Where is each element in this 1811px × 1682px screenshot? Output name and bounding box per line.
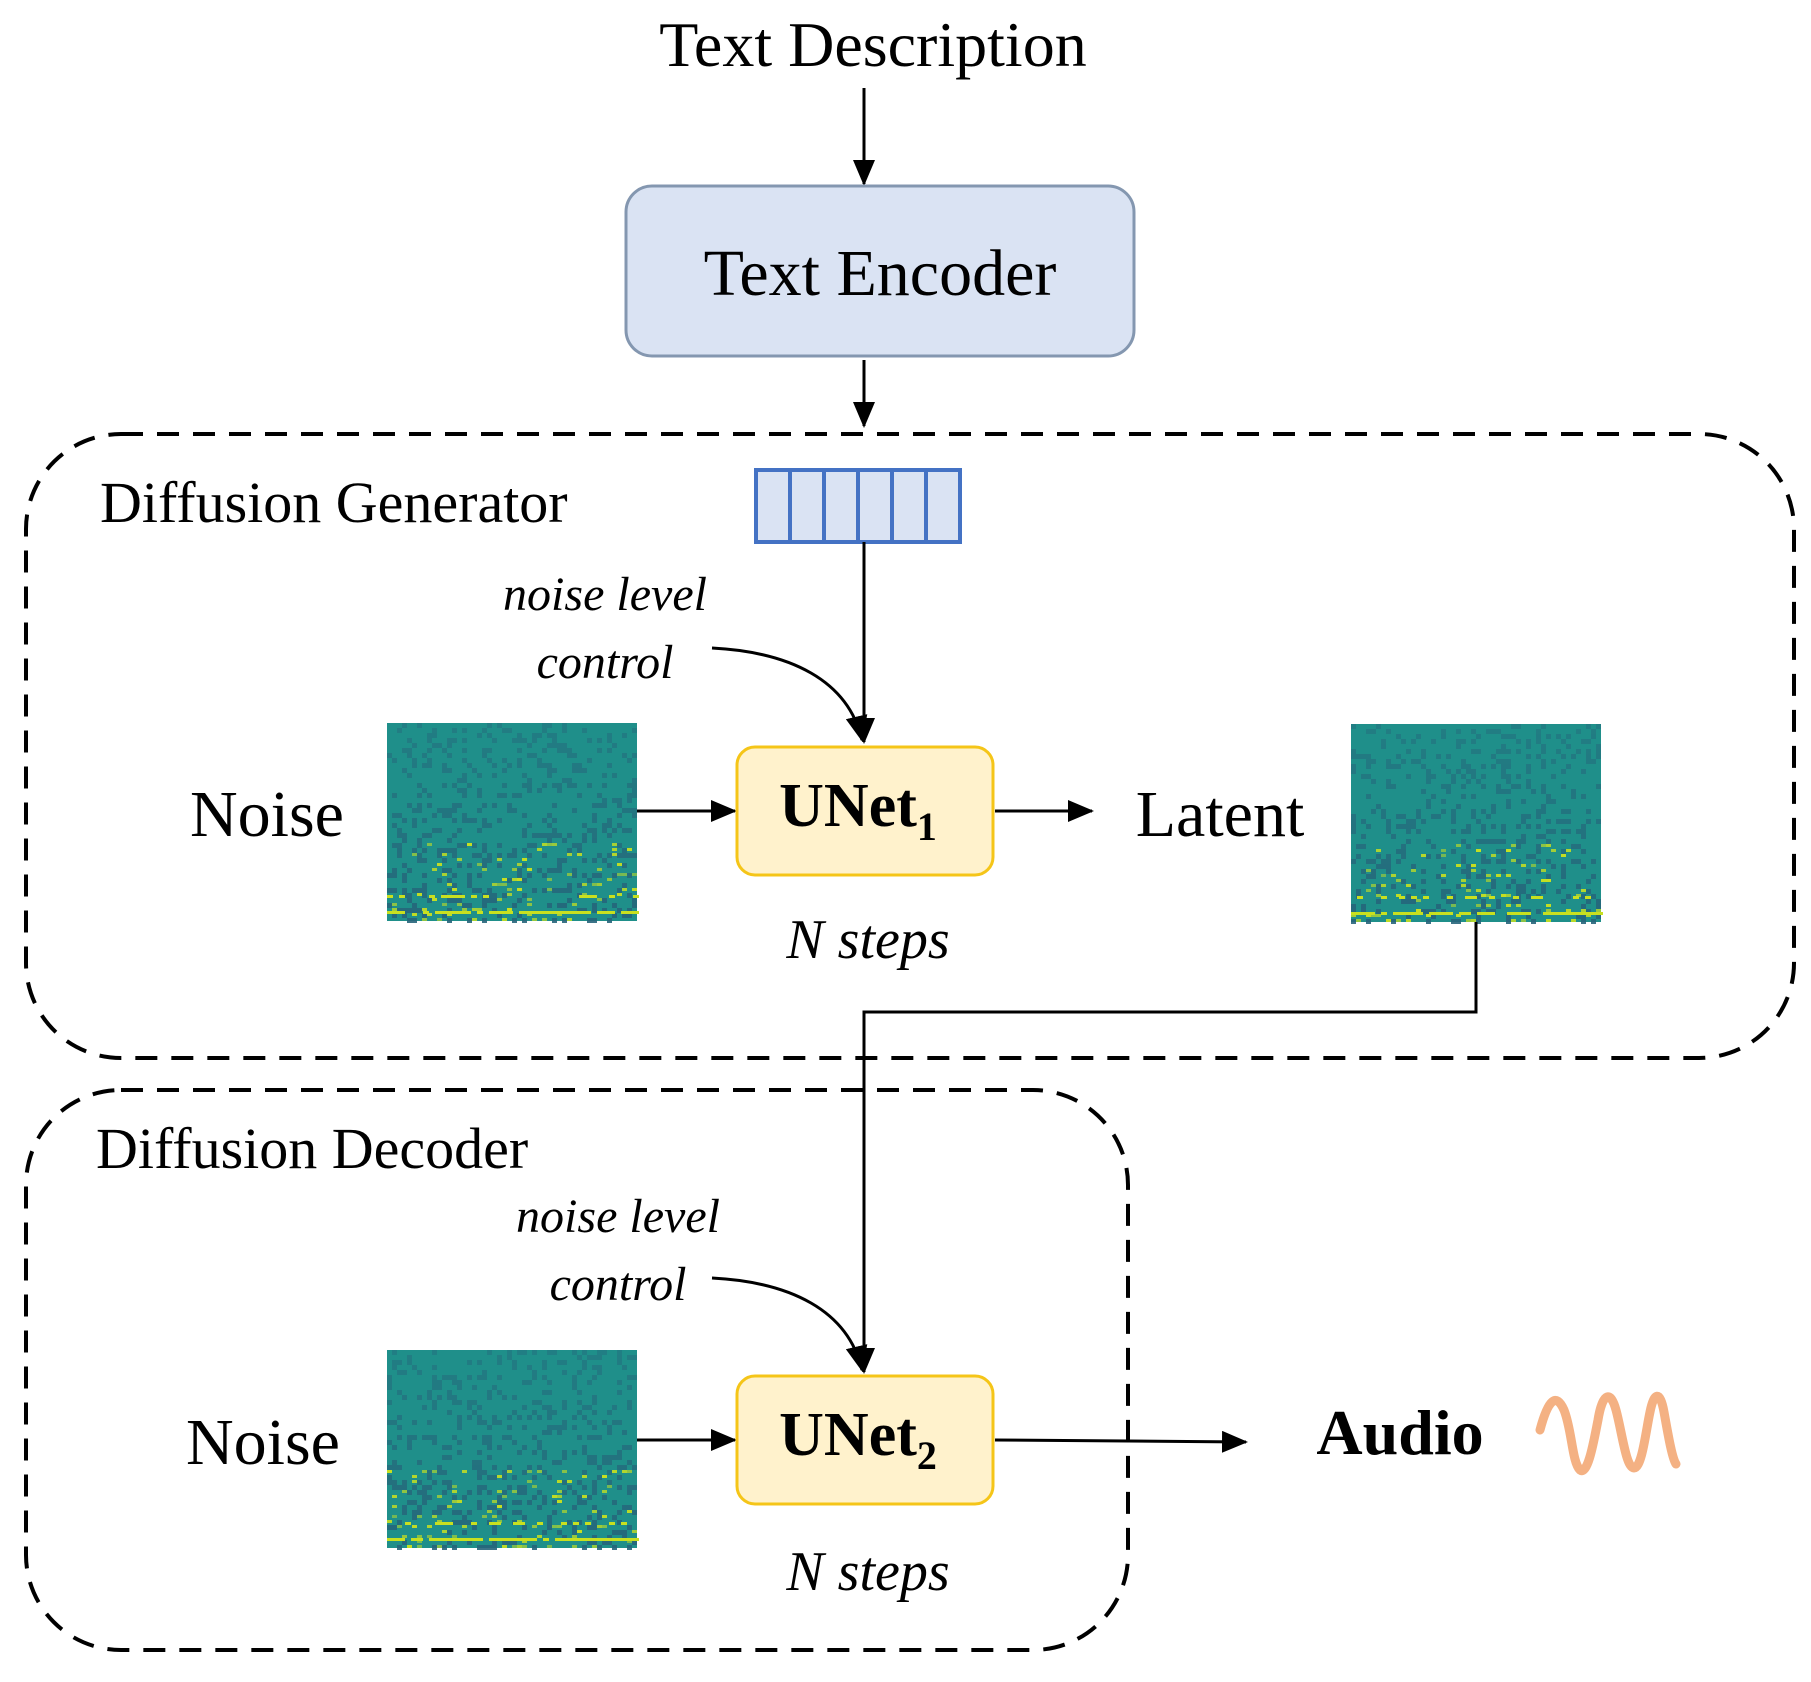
unet2-subscript: 2	[917, 1433, 937, 1478]
diffusion-decoder-title: Diffusion Decoder	[96, 1116, 528, 1181]
generator-steps-label: N steps	[785, 909, 949, 971]
decoder-noise-spectrogram-icon	[387, 1350, 639, 1550]
decoder-noise-control-arrow	[711, 1276, 868, 1372]
text-encoder-label: Text Encoder	[704, 237, 1057, 310]
arrow-unet2-to-audio	[994, 1430, 1248, 1453]
text-embedding-token	[924, 468, 962, 544]
generator-noise-control-arrow	[711, 646, 868, 742]
audio-label: Audio	[1316, 1397, 1483, 1468]
text-embedding-token	[856, 468, 894, 544]
generator-noise-control-line2: control	[537, 636, 674, 689]
generator-noise-control-line1: noise level	[503, 568, 707, 621]
decoder-noise-label: Noise	[186, 1406, 340, 1479]
decoder-noise-control-line1: noise level	[516, 1190, 720, 1243]
unet1-label: UNet1	[779, 772, 937, 849]
decoder-steps-label: N steps	[785, 1541, 949, 1603]
text-description-label: Text Description	[659, 9, 1086, 80]
latent-label: Latent	[1136, 778, 1305, 851]
text-embedding-token	[890, 468, 928, 544]
diffusion-decoder-container	[24, 1088, 1130, 1652]
text-embedding-token	[788, 468, 826, 544]
unet1-subscript: 1	[917, 804, 937, 849]
diffusion-generator-title: Diffusion Generator	[100, 470, 568, 535]
text-embedding-tokens	[754, 468, 962, 544]
latent-spectrogram-icon	[1351, 724, 1603, 924]
generator-noise-label: Noise	[190, 778, 344, 851]
diffusion-generator-container	[24, 432, 1796, 1060]
text-embedding-token	[822, 468, 860, 544]
unet2-box	[735, 1374, 995, 1506]
unet2-label: UNet2	[779, 1401, 937, 1478]
generator-noise-spectrogram-icon	[387, 723, 639, 923]
arrow-latent-to-unet2	[853, 922, 1478, 1374]
text-embedding-token	[754, 468, 792, 544]
text-encoder-box	[624, 184, 1136, 358]
audio-wave-icon	[1535, 1391, 1681, 1476]
unet1-box	[735, 745, 995, 877]
decoder-noise-control-line2: control	[550, 1258, 687, 1311]
